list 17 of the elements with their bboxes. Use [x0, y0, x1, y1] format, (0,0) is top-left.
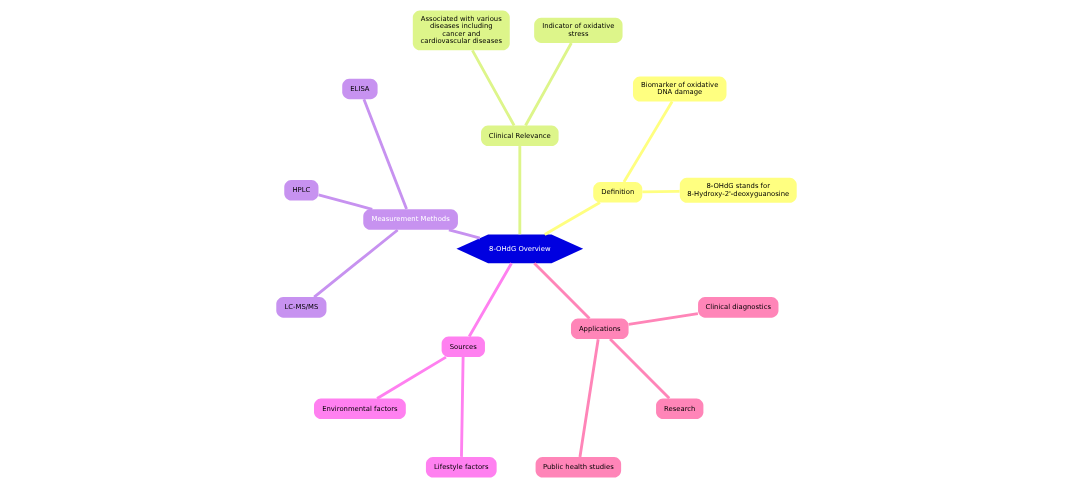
connector [622, 100, 674, 183]
connector [471, 49, 516, 127]
connector [518, 146, 522, 235]
connector [524, 42, 573, 127]
connector [448, 228, 481, 240]
connector [468, 262, 513, 338]
connector [313, 228, 399, 299]
connector [628, 312, 699, 326]
connector [318, 193, 373, 211]
connector [544, 201, 601, 236]
connector [642, 189, 680, 194]
connector [609, 338, 671, 400]
connector [376, 355, 447, 400]
connector [533, 262, 591, 320]
connector [578, 339, 600, 458]
connector [460, 357, 465, 457]
connector [362, 98, 408, 210]
